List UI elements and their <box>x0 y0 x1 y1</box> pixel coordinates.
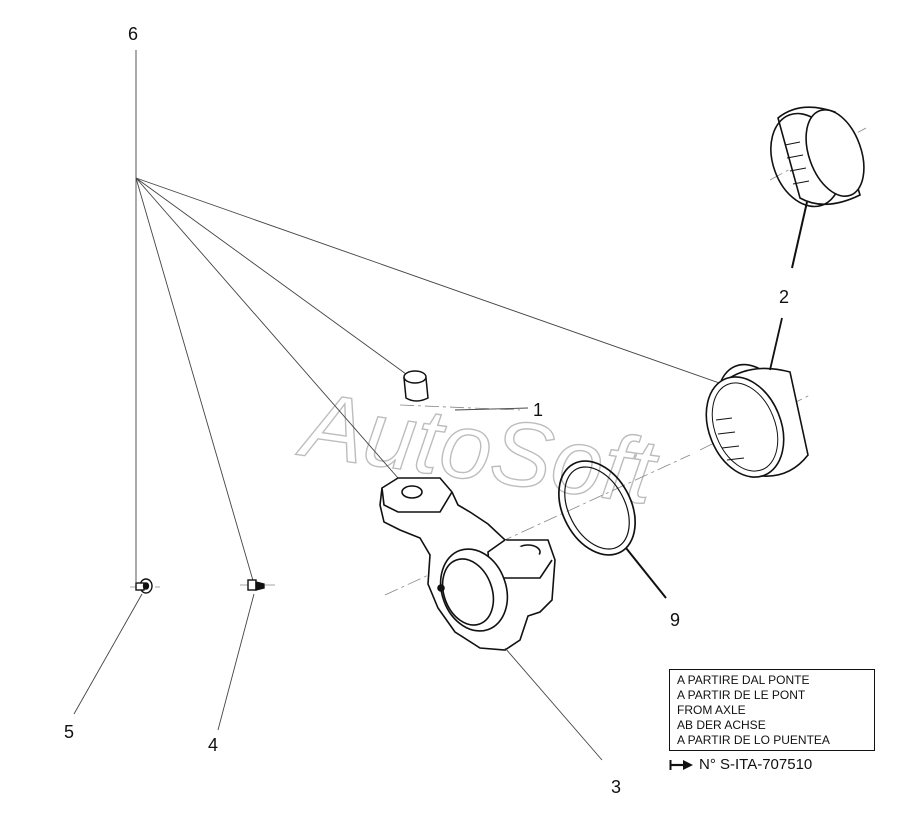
applicability-line: A PARTIR DE LE PONT <box>677 688 806 702</box>
serial-number: N° S-ITA-707510 <box>699 756 813 773</box>
bushing-flanged <box>705 363 809 478</box>
arrow-right-from-bar-icon <box>669 760 693 770</box>
leader-2-upper <box>791 201 808 269</box>
grease-fitting-5 <box>135 578 153 594</box>
fitting-4 <box>247 579 265 591</box>
applicability-line: A PARTIRE DAL PONTE <box>677 673 810 687</box>
serial-note: N° S-ITA-707510 <box>669 756 812 774</box>
applicability-box: A PARTIRE DAL PONTE A PARTIR DE LE PONT … <box>669 669 875 751</box>
ring <box>558 460 636 556</box>
leader-4 <box>217 593 255 731</box>
leader-1 <box>454 407 529 411</box>
callout-9: 9 <box>670 610 681 630</box>
support-bracket <box>379 477 556 651</box>
bushing-upper <box>770 106 865 208</box>
callout-5: 5 <box>64 722 75 742</box>
callout-4: 4 <box>208 735 219 755</box>
leader-5 <box>73 593 143 715</box>
center-lines <box>130 127 867 596</box>
applicability-line: A PARTIR DE LO PUENTEA <box>677 733 830 747</box>
callout-1: 1 <box>533 400 544 420</box>
watermark: AutoSoft <box>292 373 664 524</box>
callout-3: 3 <box>611 777 622 797</box>
sleeve-small <box>403 370 429 402</box>
callout-2: 2 <box>779 287 790 307</box>
leader-lines-from-6 <box>135 50 726 585</box>
applicability-line: FROM AXLE <box>677 703 746 717</box>
callout-6: 6 <box>128 24 139 44</box>
leader-2-lower <box>769 317 783 371</box>
leader-3 <box>504 647 603 761</box>
applicability-line: AB DER ACHSE <box>677 718 766 732</box>
leader-9 <box>625 547 667 599</box>
